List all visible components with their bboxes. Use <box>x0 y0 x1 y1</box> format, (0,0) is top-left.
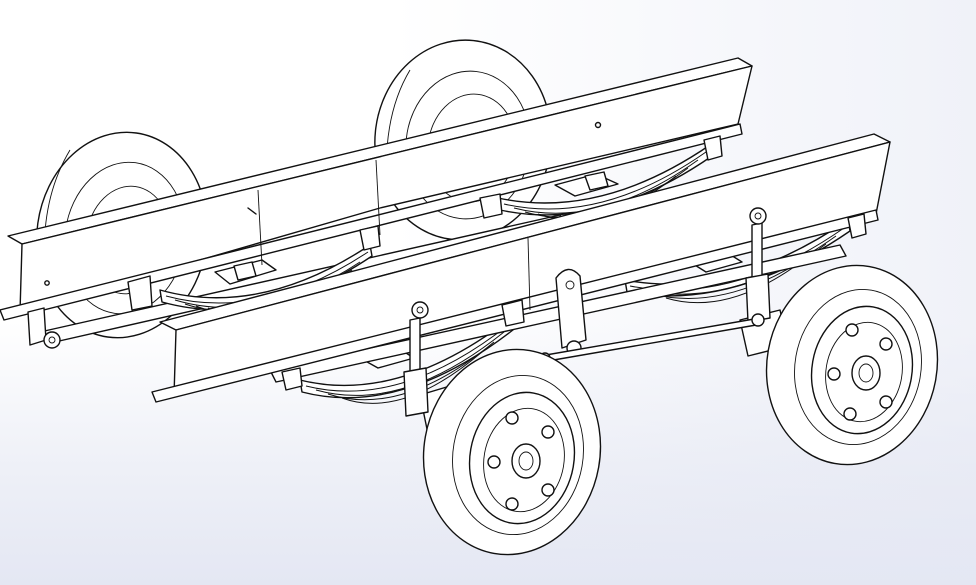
front-left-wheel <box>407 335 616 568</box>
right-frame-rail <box>152 134 890 402</box>
left-frame-rail <box>0 58 752 320</box>
rear-left-shackle <box>28 308 60 348</box>
front-right-wheel <box>751 252 953 478</box>
front-right-shock-absorber <box>746 208 770 322</box>
steering-bracket <box>556 269 586 355</box>
front-left-shock-absorber <box>404 302 428 416</box>
